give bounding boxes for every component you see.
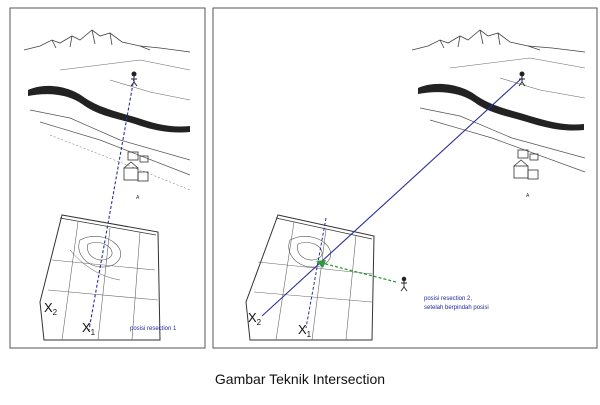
sight-line-1 xyxy=(88,77,135,331)
map-board xyxy=(39,214,161,341)
target-figure-icon-right xyxy=(518,71,526,87)
figure-caption: Gambar Teknik Intersection xyxy=(214,371,386,387)
sight-line-1-right xyxy=(305,217,327,329)
note-resection-2-line2: setelah berpindah posisi xyxy=(424,305,489,311)
mountains-sketch xyxy=(23,29,191,53)
river-sketch-right xyxy=(418,57,586,173)
mountains-sketch-right xyxy=(411,29,586,53)
river-sketch xyxy=(28,59,191,191)
note-resection-2-line1: posisi resection 2, xyxy=(424,296,472,302)
panel-left: A X2 X1 posisi resection 1 xyxy=(9,7,206,349)
label-x1-right: X1 xyxy=(298,322,312,339)
sight-line-2-right xyxy=(261,77,523,317)
move-arrow xyxy=(316,260,397,283)
map-board-right xyxy=(245,214,375,341)
label-x1-left: X1 xyxy=(82,320,96,337)
houses-sketch-right: A xyxy=(513,149,539,199)
observer-figure-icon xyxy=(400,276,408,292)
label-x2-right: X2 xyxy=(248,310,262,327)
note-resection-1: posisi resection 1 xyxy=(130,326,177,332)
panel-right: A X2 X1 posisi resection 2, setelah ber xyxy=(212,7,598,349)
houses-sketch: A xyxy=(123,151,149,201)
label-x2-left: X2 xyxy=(44,300,58,317)
svg-text:A: A xyxy=(136,195,140,201)
svg-text:A: A xyxy=(526,193,530,199)
